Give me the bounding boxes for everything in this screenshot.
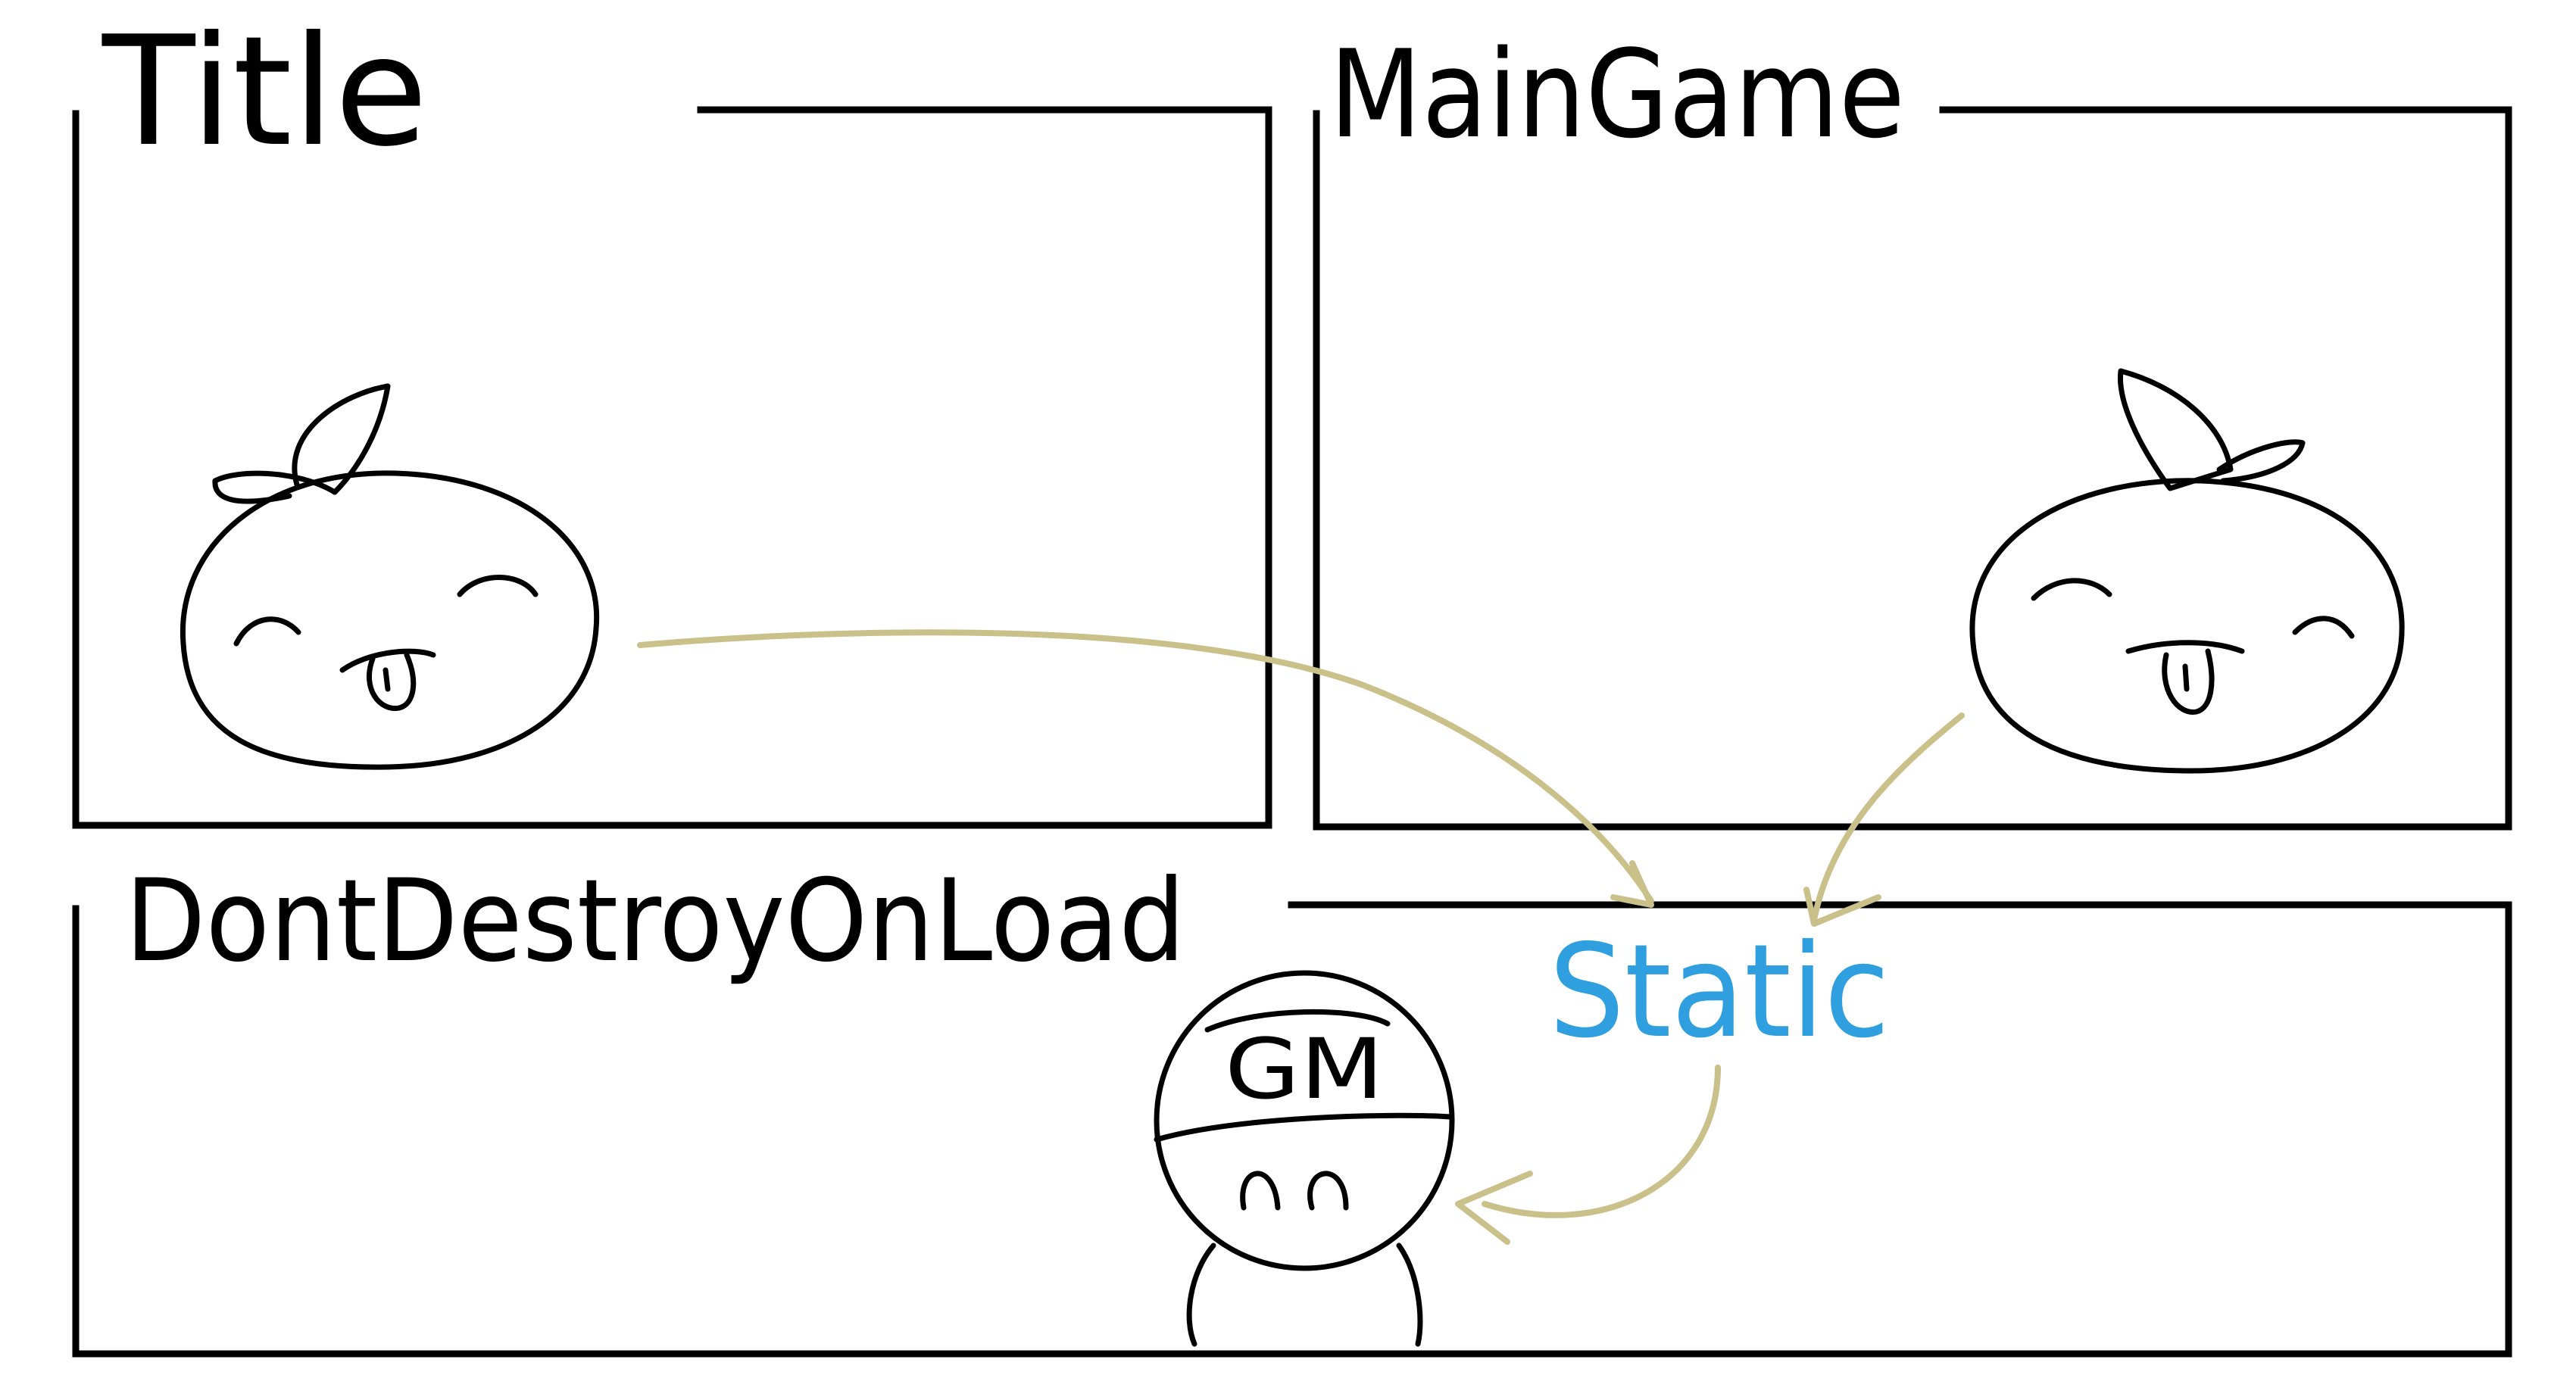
- gm-badge-label: GM: [1225, 1021, 1384, 1118]
- title-scene-panel: Title: [72, 4, 1272, 829]
- main-game-scene-label: MainGame: [1329, 23, 1905, 165]
- onion-mascot-icon: [1969, 368, 2405, 774]
- dont-destroy-scene-label: DontDestroyOnLoad: [125, 856, 1185, 987]
- reference-arrows: [637, 629, 1965, 1245]
- dont-destroy-scene-panel: DontDestroyOnLoad: [72, 856, 2512, 1358]
- main-game-scene-panel: MainGame: [1313, 23, 2512, 831]
- static-to-gm-arrow: [1482, 1065, 1721, 1218]
- title-to-static-arrow: [637, 629, 1654, 904]
- main-game-to-static-arrow: [1811, 712, 1965, 923]
- gm-person-icon: GM: [1154, 970, 1455, 1347]
- static-label: Static: [1549, 917, 1890, 1067]
- title-scene-label: Title: [101, 4, 428, 180]
- onion-mascot-icon: [180, 383, 600, 770]
